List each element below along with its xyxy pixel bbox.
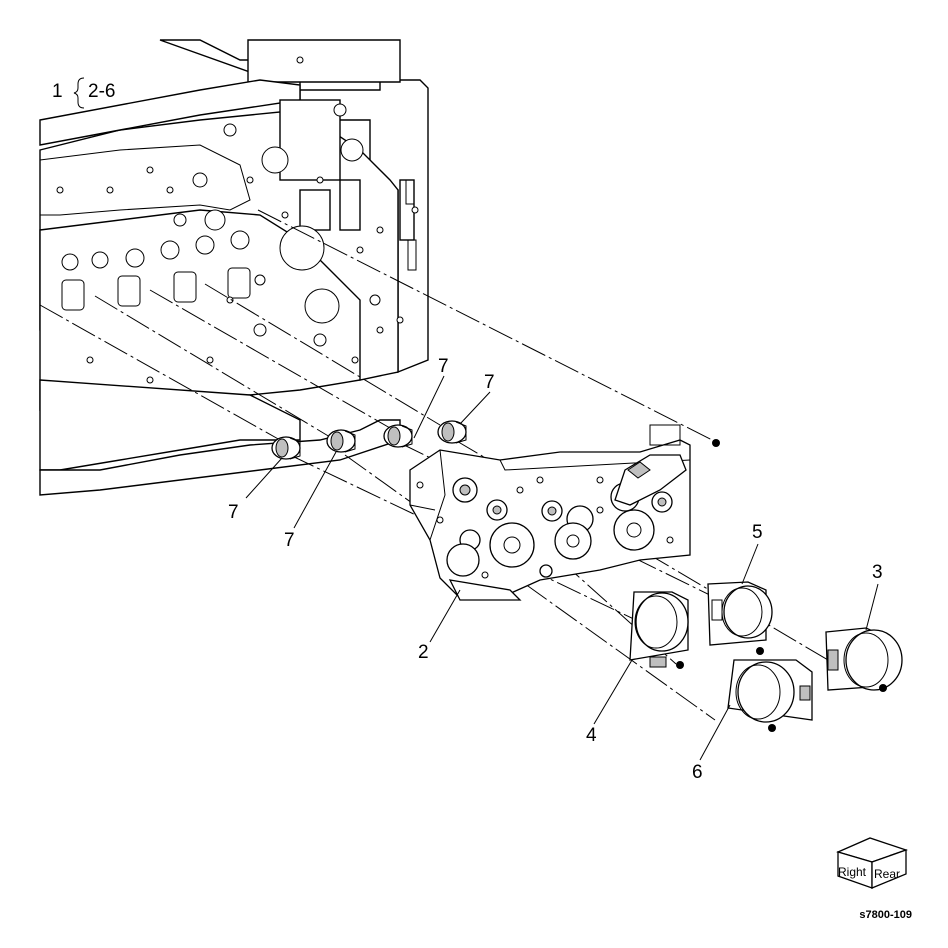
- screw-dot-2: [676, 661, 684, 669]
- callout-3: 3: [872, 562, 883, 583]
- callout-labels: 2 3 4 5 6 7 7 7 7: [228, 356, 883, 783]
- coupling-1: [271, 436, 301, 460]
- callout-7-d: 7: [284, 530, 295, 551]
- drive-assembly-part-2: [409, 424, 691, 601]
- screw-dot-4: [879, 684, 887, 692]
- screw-markers: [676, 439, 887, 732]
- callout-4: 4: [586, 725, 597, 746]
- legend-brace: [73, 77, 85, 109]
- motor-part-4: [629, 591, 689, 668]
- frame-small-holes: [56, 56, 419, 384]
- motor-part-5: [707, 581, 773, 646]
- orientation-rear-label: Rear: [874, 867, 900, 881]
- motor-part-6: [727, 659, 813, 723]
- motor-part-3: [825, 627, 903, 691]
- legend-range: 2-6: [88, 81, 115, 102]
- callout-7-c: 7: [228, 502, 239, 523]
- callout-6: 6: [692, 762, 703, 783]
- coupling-4: [437, 420, 467, 444]
- orientation-right-label: Right: [838, 865, 867, 879]
- callout-7-a: 7: [438, 356, 449, 377]
- orientation-cube: Right Rear: [836, 837, 909, 889]
- callout-7-b: 7: [484, 372, 495, 393]
- coupling-part-7: [271, 420, 467, 460]
- coupling-3: [383, 424, 413, 448]
- coupling-2: [326, 429, 356, 453]
- callout-2: 2: [418, 642, 429, 663]
- callout-5: 5: [752, 522, 763, 543]
- screw-dot-3: [756, 647, 764, 655]
- machine-frame: [39, 39, 429, 496]
- screw-dot-1: [712, 439, 720, 447]
- screw-dot-5: [768, 724, 776, 732]
- legend-main-item: 1: [52, 81, 63, 102]
- leader-lines: [245, 375, 879, 761]
- figure-id: s7800-109: [859, 909, 912, 921]
- assembly-legend: 1 2-6: [52, 77, 115, 109]
